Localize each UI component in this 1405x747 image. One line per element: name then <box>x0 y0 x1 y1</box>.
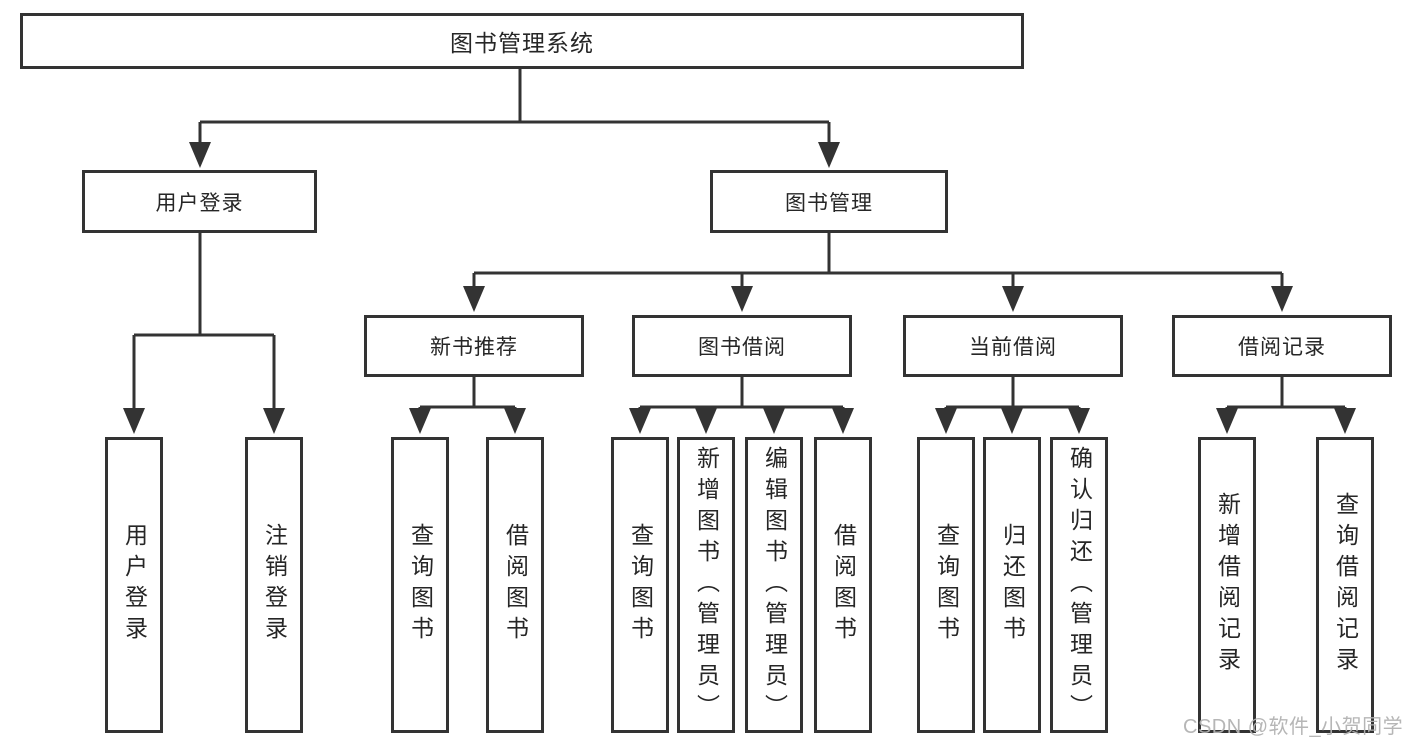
leaf-edit-books-admin: 编辑图书（管理员） <box>745 437 803 733</box>
node-user-login: 用户登录 <box>82 170 317 233</box>
connector-user-login-to-leaves <box>123 233 285 434</box>
node-book-management: 图书管理 <box>710 170 948 233</box>
node-label: 图书管理 <box>785 191 873 215</box>
node-label: 查询借阅记录 <box>1332 492 1359 678</box>
node-label: 用户登录 <box>155 191 244 215</box>
node-label: 新书推荐 <box>430 336 518 359</box>
node-label: 借阅图书 <box>830 523 857 647</box>
connector-borrow-records-to-leaves <box>1216 377 1356 434</box>
node-book-borrowing: 图书借阅 <box>632 315 852 377</box>
node-label: 新增借阅记录 <box>1214 492 1241 678</box>
node-label: 注销登录 <box>261 523 288 647</box>
node-label: 确认归还（管理员） <box>1066 445 1093 725</box>
connector-book-borrow-to-leaves <box>629 377 854 434</box>
connector-root-to-level2 <box>189 69 840 168</box>
node-label: 新增图书（管理员） <box>693 445 720 725</box>
node-label: 借阅图书 <box>502 523 529 647</box>
leaf-query-books: 查询图书 <box>391 437 449 733</box>
node-label: 归还图书 <box>999 523 1026 647</box>
leaf-logout: 注销登录 <box>245 437 303 733</box>
leaf-return-books: 归还图书 <box>983 437 1041 733</box>
node-new-book-recommend: 新书推荐 <box>364 315 584 377</box>
node-label: 图书管理系统 <box>450 30 594 56</box>
node-label: 查询图书 <box>933 523 960 647</box>
node-label: 查询图书 <box>627 523 654 647</box>
leaf-borrow-books: 借阅图书 <box>486 437 544 733</box>
leaf-confirm-return-admin: 确认归还（管理员） <box>1050 437 1108 733</box>
leaf-query-books: 查询图书 <box>611 437 669 733</box>
node-label: 图书借阅 <box>698 336 786 359</box>
leaf-add-books-admin: 新增图书（管理员） <box>677 437 735 733</box>
connector-current-borrow-to-leaves <box>935 377 1090 434</box>
leaf-user-login: 用户登录 <box>105 437 163 733</box>
leaf-borrow-books: 借阅图书 <box>814 437 872 733</box>
connector-book-mgmt-to-level3 <box>463 233 1293 312</box>
leaf-query-books: 查询图书 <box>917 437 975 733</box>
csdn-watermark: CSDN @软件_小贺同学 <box>1183 716 1404 738</box>
node-library-system: 图书管理系统 <box>20 13 1024 69</box>
node-current-borrowing: 当前借阅 <box>903 315 1123 377</box>
node-label: 借阅记录 <box>1238 336 1326 359</box>
node-borrow-records: 借阅记录 <box>1172 315 1392 377</box>
node-label: 编辑图书（管理员） <box>761 445 788 725</box>
leaf-query-borrow-record: 查询借阅记录 <box>1316 437 1374 733</box>
connector-new-book-rec-to-leaves <box>409 377 526 434</box>
node-label: 用户登录 <box>121 523 148 647</box>
node-label: 查询图书 <box>407 523 434 647</box>
node-label: 当前借阅 <box>969 336 1057 359</box>
leaf-add-borrow-record: 新增借阅记录 <box>1198 437 1256 733</box>
